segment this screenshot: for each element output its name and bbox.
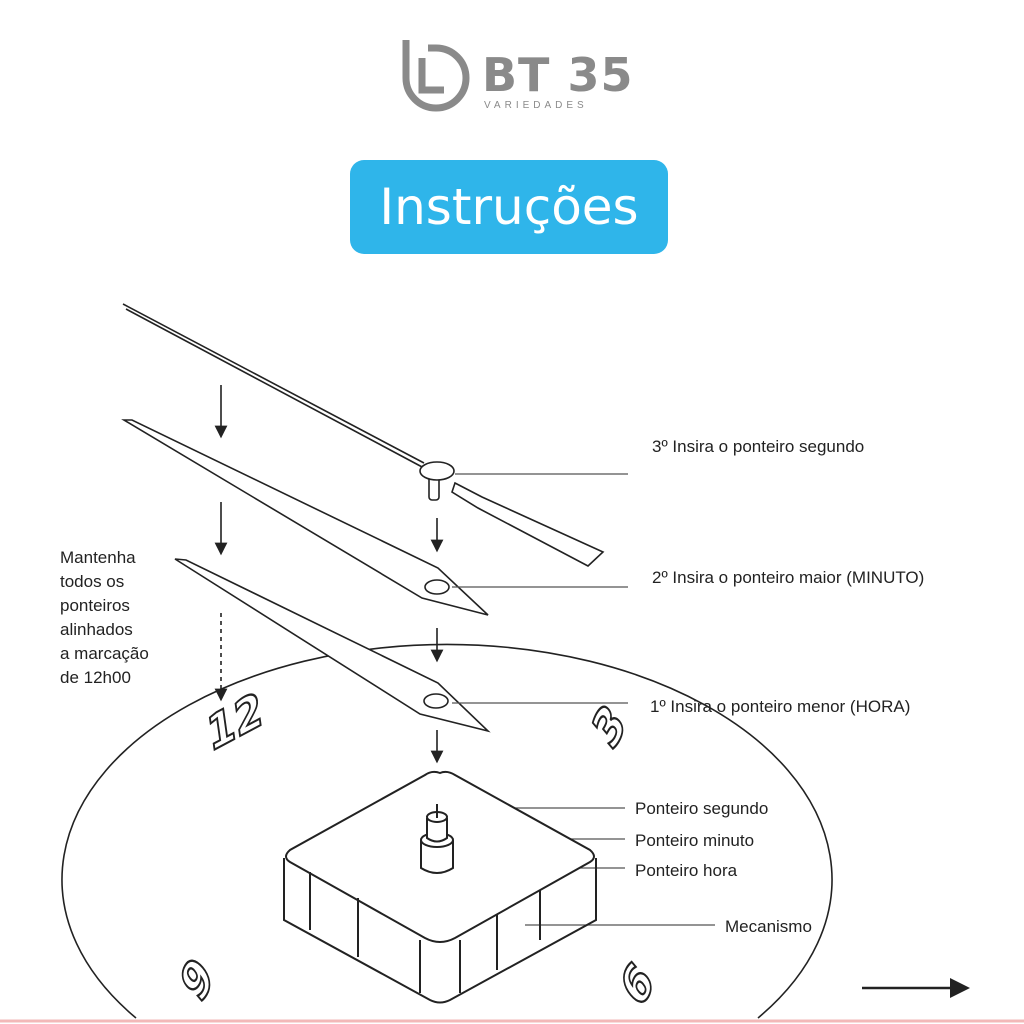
down-arrows	[214, 385, 444, 764]
part-minute-label: Ponteiro minuto	[635, 831, 754, 850]
clock-mechanism	[283, 770, 597, 1004]
instructions-title-banner: Instruções	[350, 160, 668, 254]
alignment-note: Mantenha todos os ponteiros alinhados a …	[60, 548, 149, 687]
step3-label: 3º Insira o ponteiro segundo	[652, 437, 864, 456]
clock-face-outline	[61, 643, 833, 1019]
step2-label: 2º Insira o ponteiro maior (MINUTO)	[652, 568, 924, 587]
hour-hand	[174, 558, 491, 733]
logo-mark-icon	[402, 40, 470, 112]
note-line: todos os	[60, 572, 124, 591]
clock-number-6: 6	[612, 950, 662, 1018]
second-hand	[122, 303, 605, 567]
logo-subtitle: VARIEDADES	[484, 100, 588, 111]
note-line: de 12h00	[60, 668, 131, 687]
note-line: alinhados	[60, 620, 133, 639]
note-line: Mantenha	[60, 548, 136, 567]
minute-hand	[121, 419, 489, 616]
clock-number-9: 9	[172, 945, 222, 1013]
note-line: ponteiros	[60, 596, 130, 615]
part-second-label: Ponteiro segundo	[635, 799, 768, 818]
step1-label: 1º Insira o ponteiro menor (HORA)	[650, 697, 910, 716]
logo-name: BT 35	[482, 48, 634, 102]
part-mechanism-label: Mecanismo	[725, 917, 812, 936]
part-hour-label: Ponteiro hora	[635, 861, 738, 880]
note-line: a marcação	[60, 644, 149, 663]
